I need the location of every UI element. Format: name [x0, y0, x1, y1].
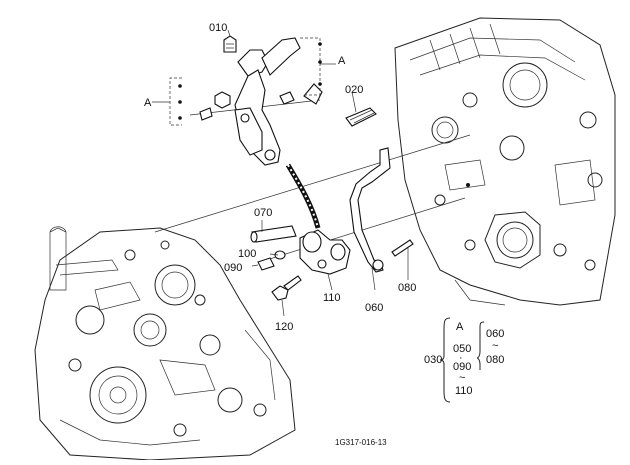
arm-part-060 — [349, 147, 391, 273]
engine-block-right — [394, 17, 616, 306]
legend-col1-item-2: 090 — [453, 361, 471, 373]
spring-path-arrow — [285, 163, 321, 229]
washer-part-100 — [274, 250, 286, 260]
legend-col2-item-1: ~ — [492, 340, 498, 352]
legend-col1-sep-1: ~ — [459, 372, 465, 384]
governor-lever-assembly — [199, 35, 377, 166]
callout-020: 020 — [345, 84, 363, 96]
legend-col2-item-0: 060 — [486, 328, 504, 340]
group-a-brackets — [152, 37, 336, 126]
leader-lines — [227, 29, 409, 317]
legend-col1-item-3: 110 — [455, 385, 473, 397]
legend-col1-item-0: A — [456, 321, 464, 333]
callout-labels: 010 020 A A 070 100 090 110 060 080 120 — [144, 22, 416, 333]
callout-group-a-right: A — [338, 55, 346, 67]
legend-assembly-number: 030 — [424, 354, 442, 366]
callout-100: 100 — [238, 248, 256, 260]
bolt-part-120 — [271, 275, 302, 301]
pin-part-080 — [391, 239, 414, 257]
callout-060: 060 — [365, 302, 383, 314]
callout-110: 110 — [323, 292, 341, 304]
assembly-legend: 030 A 050 · 090 ~ 110 060 ~ 080 — [424, 317, 504, 403]
bracket-part-110 — [299, 229, 351, 275]
legend-col1-item-1: 050 — [453, 343, 471, 355]
bolt-part-090 — [257, 257, 275, 271]
callout-010: 010 — [209, 22, 227, 34]
callout-090: 090 — [224, 262, 242, 274]
callout-group-a-left: A — [144, 97, 152, 109]
gear-case-housing-left — [34, 226, 296, 461]
callout-070: 070 — [254, 207, 272, 219]
shaft-part-070 — [250, 225, 297, 243]
figure-id: 1G317-016-13 — [335, 438, 387, 447]
legend-col2-item-2: 080 — [486, 354, 504, 366]
legend-col1-sep-0: · — [459, 352, 463, 364]
callout-120: 120 — [275, 321, 293, 333]
callout-080: 080 — [398, 282, 416, 294]
